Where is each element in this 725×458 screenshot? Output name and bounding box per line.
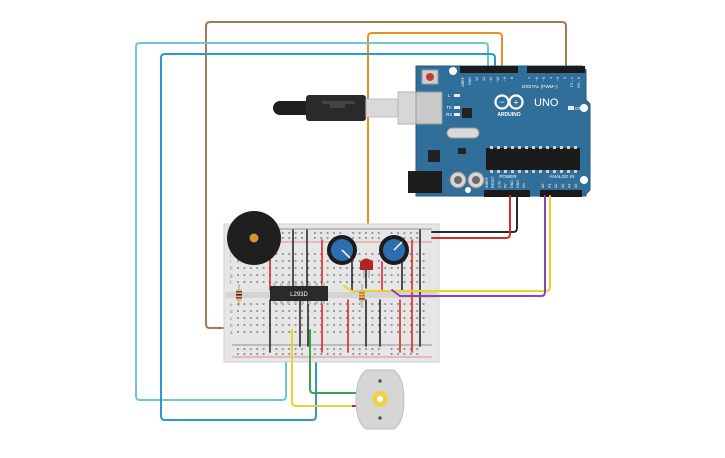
- arduino-model: UNO: [534, 97, 559, 109]
- potentiometer-1[interactable]: [327, 235, 357, 265]
- analog-header: [540, 190, 582, 197]
- wire-brown[interactable]: [205, 21, 567, 329]
- wire-green-motor[interactable]: [309, 329, 357, 394]
- svg-text:i: i: [230, 259, 231, 264]
- pin-label: Vin: [522, 183, 526, 188]
- wire-layer-front: [291, 195, 551, 407]
- pin-label: 13: [475, 77, 479, 81]
- wire-layer-back: [135, 21, 567, 421]
- wire-yellow[interactable]: [343, 195, 551, 292]
- svg-text:h: h: [230, 266, 233, 271]
- pin-label: GND: [510, 180, 514, 188]
- svg-text:L: L: [448, 93, 451, 98]
- pin-label: AREF: [461, 76, 465, 86]
- pin-label: 8: [510, 77, 514, 79]
- arduino-brand: ARDUINO: [497, 112, 520, 118]
- wire-yellow-motor[interactable]: [291, 329, 357, 407]
- wire-orange[interactable]: [367, 32, 503, 263]
- resistor-1[interactable]: [236, 284, 242, 306]
- power-jack: [408, 171, 442, 193]
- pin-label: 4: [549, 77, 553, 79]
- digital-label: DIGITAL (PWM~): [522, 84, 558, 89]
- pin-label: RX←0: [577, 77, 581, 88]
- pin-label: TX→1: [570, 77, 574, 87]
- pin-label: ~9: [503, 77, 507, 81]
- svg-text:TX: TX: [446, 105, 452, 110]
- l293d-chip[interactable]: L293D: [270, 283, 328, 304]
- pin-label: IOREF: [485, 176, 489, 188]
- wire-black[interactable]: [431, 195, 518, 233]
- piezo-buzzer[interactable]: [227, 211, 281, 265]
- atmega-chip: [486, 148, 580, 170]
- arduino-logo: [494, 94, 524, 110]
- svg-text:b: b: [230, 323, 233, 328]
- resistor-2[interactable]: [359, 284, 365, 308]
- red-led[interactable]: [360, 258, 373, 279]
- pin-label: A2: [554, 184, 558, 188]
- svg-text:g: g: [230, 273, 233, 278]
- wire-cyan[interactable]: [135, 42, 489, 401]
- pin-label: A1: [548, 184, 552, 188]
- pin-label: 2: [563, 77, 567, 79]
- wire-blue[interactable]: [160, 53, 496, 421]
- wire-purple[interactable]: [391, 195, 546, 297]
- svg-text:f: f: [230, 280, 232, 285]
- pin-label: A3: [561, 184, 565, 188]
- pin-label: A0: [541, 184, 545, 188]
- power-header: [484, 190, 530, 197]
- pin-label: 3.3V: [497, 180, 501, 188]
- pin-label: ~10: [496, 77, 500, 83]
- dc-motor[interactable]: [352, 369, 405, 430]
- analog-label: ANALOG IN: [549, 174, 574, 179]
- usb-cable: [273, 91, 441, 125]
- pin-label: A5: [574, 184, 578, 188]
- svg-text:e: e: [230, 302, 233, 307]
- potentiometer-2[interactable]: [379, 235, 409, 265]
- pin-label: ~11: [489, 77, 493, 83]
- svg-text:c: c: [230, 316, 233, 321]
- pin-label: RESET: [491, 175, 495, 188]
- pin-label: ~6: [535, 77, 539, 81]
- arduino-logo-minus-icon: −: [499, 97, 504, 107]
- svg-text:a: a: [230, 330, 233, 335]
- pin-label: A4: [567, 184, 571, 188]
- ic-label: L293D: [290, 292, 308, 298]
- power-label: POWER: [499, 174, 517, 179]
- svg-text:d: d: [230, 309, 233, 314]
- wire-red[interactable]: [431, 195, 511, 239]
- arduino-uno[interactable]: − + ARDUINO UNO DIGITAL (PWM~) POWER ANA…: [408, 65, 591, 197]
- pin-label: 12: [482, 77, 486, 81]
- digital-header-right: [527, 66, 585, 73]
- svg-text:j: j: [229, 252, 231, 257]
- arduino-logo-plus-icon: +: [513, 98, 518, 108]
- breadboard-holes: [237, 232, 425, 355]
- on-label: ON: [575, 106, 582, 111]
- pin-label: ~5: [542, 77, 546, 81]
- svg-text:RX: RX: [446, 112, 452, 117]
- pin-label: 7: [528, 77, 532, 79]
- pin-label: GND: [516, 180, 520, 188]
- onboard-leds: L TX RX: [446, 93, 460, 117]
- pin-label: 5V: [504, 183, 508, 188]
- pin-label: GND: [468, 77, 472, 85]
- digital-header-left: [460, 66, 518, 73]
- pin-label: ~3: [556, 77, 560, 81]
